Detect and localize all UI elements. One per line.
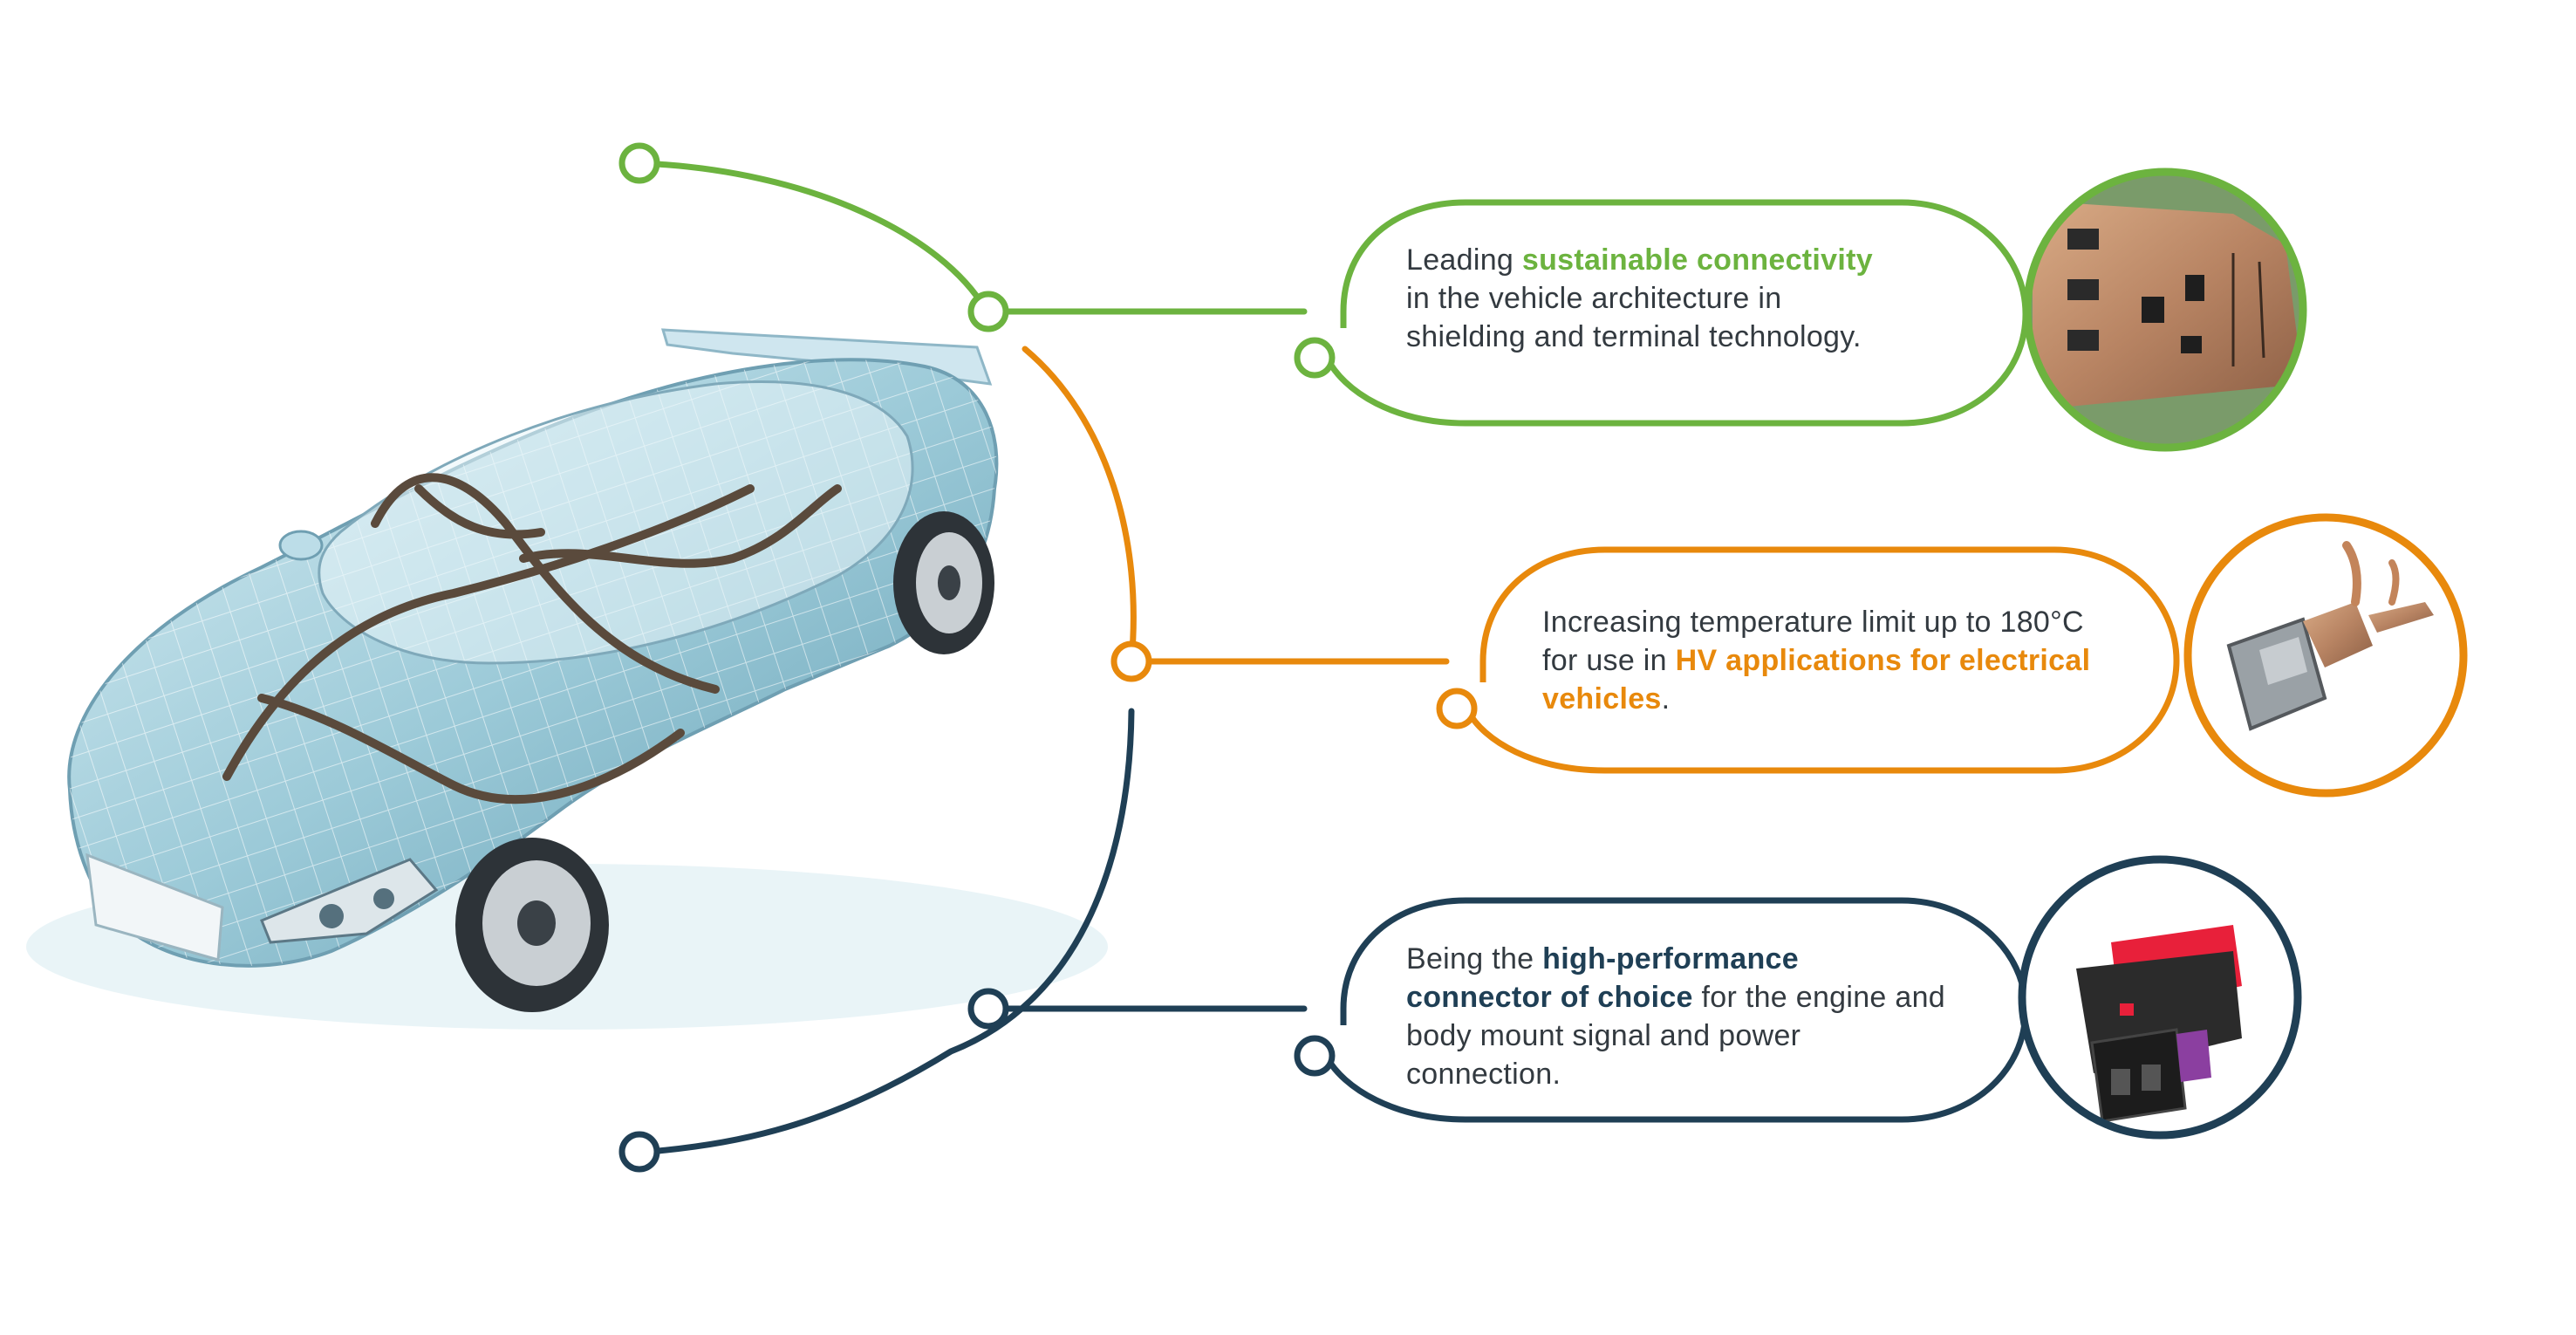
car-front-wheel [455, 838, 609, 1012]
callout-1-post: in the vehicle architecture in shielding… [1406, 282, 1862, 353]
product-thumbnail-1 [2023, 168, 2307, 452]
car-mirror [278, 530, 324, 561]
car-headlight [260, 858, 439, 944]
callout-2-highlight: HV applications for electrical vehicles [1542, 644, 2091, 715]
car-illustration [26, 328, 1108, 1030]
node-green-top [618, 142, 660, 184]
node-navy-bottom [618, 1131, 660, 1173]
connector-curves [636, 160, 1450, 1155]
product-thumbnail-2 [2183, 513, 2468, 798]
node-green-mid [967, 291, 1009, 332]
node-green-capsule [1294, 337, 1336, 379]
wiring-harness [222, 473, 842, 804]
callout-text-3: Being the high-performance connector of … [1406, 940, 1947, 1093]
callout-2-post: . [1661, 682, 1671, 715]
callout-text-1: Leading sustainable connectivity in the … [1406, 241, 1895, 356]
callout-1-pre: Leading [1406, 243, 1522, 277]
callout-2-pre: Increasing temperature limit up to 180°C… [1542, 606, 2084, 677]
curve-navy [645, 708, 1135, 1155]
node-navy-mid [967, 988, 1009, 1030]
curve-orange [1022, 346, 1137, 665]
callout-text-2: Increasing temperature limit up to 180°C… [1542, 603, 2101, 718]
node-orange-capsule [1436, 688, 1478, 729]
node-circles [618, 142, 1478, 1173]
callout-3-highlight: high-performance connector of choice [1406, 942, 1799, 1014]
callout-3-pre: Being the [1406, 942, 1543, 976]
node-navy-capsule [1294, 1035, 1336, 1077]
callout-1-highlight: sustainable connectivity [1521, 243, 1873, 277]
node-orange-mid [1110, 640, 1152, 682]
callout-3-post: for the engine and body mount signal and… [1406, 981, 1946, 1091]
car-grille [85, 852, 224, 962]
curve-green [636, 160, 989, 313]
product-thumbnail-3 [2018, 855, 2302, 1140]
callout-capsule-2 [1464, 546, 2180, 774]
car-rear-wheel [893, 511, 994, 654]
